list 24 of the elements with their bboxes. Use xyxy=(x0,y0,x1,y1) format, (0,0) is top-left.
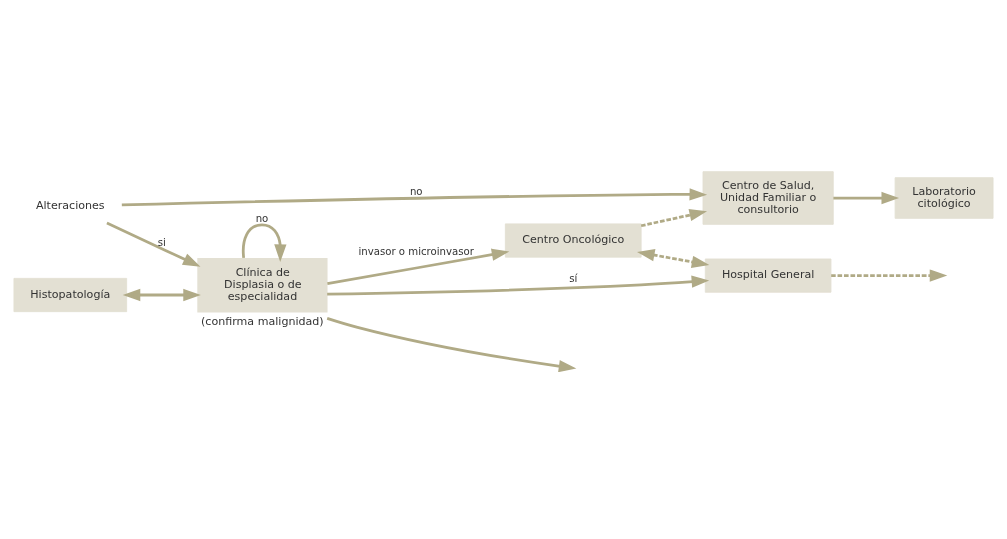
node-box: Clínica de Displasia o de especialidad xyxy=(197,257,328,313)
node-box: Centro de Salud, Unidad Familiar o consultorio xyxy=(702,170,834,225)
arrow xyxy=(106,221,201,267)
edge-label: no xyxy=(255,212,269,224)
edge-label: si xyxy=(157,236,166,248)
node-box: Hospital General xyxy=(704,258,832,293)
arrow xyxy=(121,187,708,206)
node-label: (confirma malignidad) xyxy=(201,314,324,328)
node-box: Laboratorio citológico xyxy=(894,176,994,219)
node-box: Histopatología xyxy=(13,277,128,312)
arrow xyxy=(831,268,948,282)
node-text: Alteraciones xyxy=(35,198,105,212)
arrow xyxy=(327,248,510,285)
arrow xyxy=(122,288,201,301)
arrow xyxy=(637,248,710,268)
node-box: Centro Oncológico xyxy=(504,222,642,258)
arrow xyxy=(327,275,710,296)
arrow xyxy=(241,222,287,262)
edge-label: sí xyxy=(569,272,578,284)
edge-label: invasor o microinvasor xyxy=(358,245,474,257)
arrow xyxy=(326,316,577,372)
arrow xyxy=(640,208,708,227)
edge-label: no xyxy=(409,185,423,197)
arrow xyxy=(833,191,900,204)
